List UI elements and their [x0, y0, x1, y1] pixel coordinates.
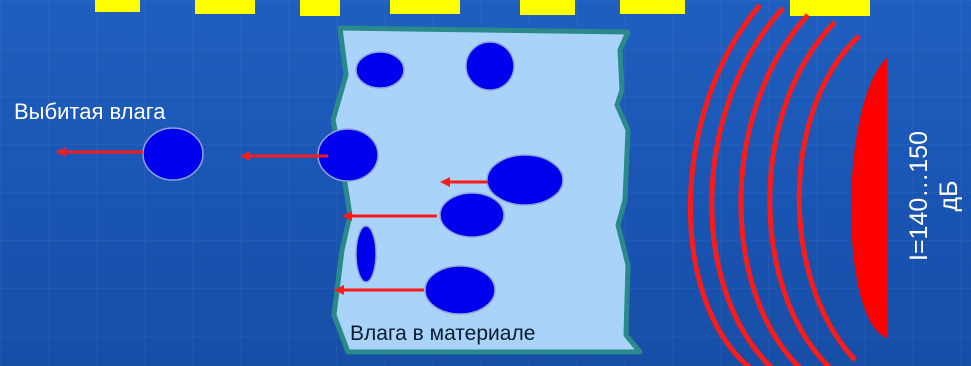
moisture-droplet — [355, 225, 377, 283]
moisture-droplet — [465, 41, 515, 91]
moisture-in-material-label: Влага в материале — [350, 322, 536, 345]
sound-wave — [738, 13, 810, 366]
moisture-droplet — [424, 265, 496, 315]
sound-source — [850, 58, 887, 338]
sound-wave — [767, 20, 837, 366]
moisture-droplet — [355, 51, 405, 89]
title-fragment — [390, 0, 460, 14]
intensity-unit: дБ — [935, 180, 963, 212]
knocked-out-droplet — [142, 127, 204, 181]
title-fragment — [300, 0, 340, 16]
sound-wave — [687, 3, 762, 366]
cropped-title — [95, 0, 870, 16]
title-fragment — [195, 0, 255, 14]
title-fragment — [520, 0, 575, 15]
sound-wave — [796, 34, 861, 362]
title-fragment — [620, 0, 685, 14]
title-fragment — [95, 0, 140, 12]
moisture-droplet — [486, 154, 564, 206]
title-fragment — [790, 0, 870, 16]
sound-wave — [709, 6, 785, 366]
intensity-value: I=140…150 — [905, 131, 933, 261]
moisture-droplet — [439, 192, 505, 238]
knocked-out-moisture-label: Выбитая влага — [14, 99, 166, 124]
